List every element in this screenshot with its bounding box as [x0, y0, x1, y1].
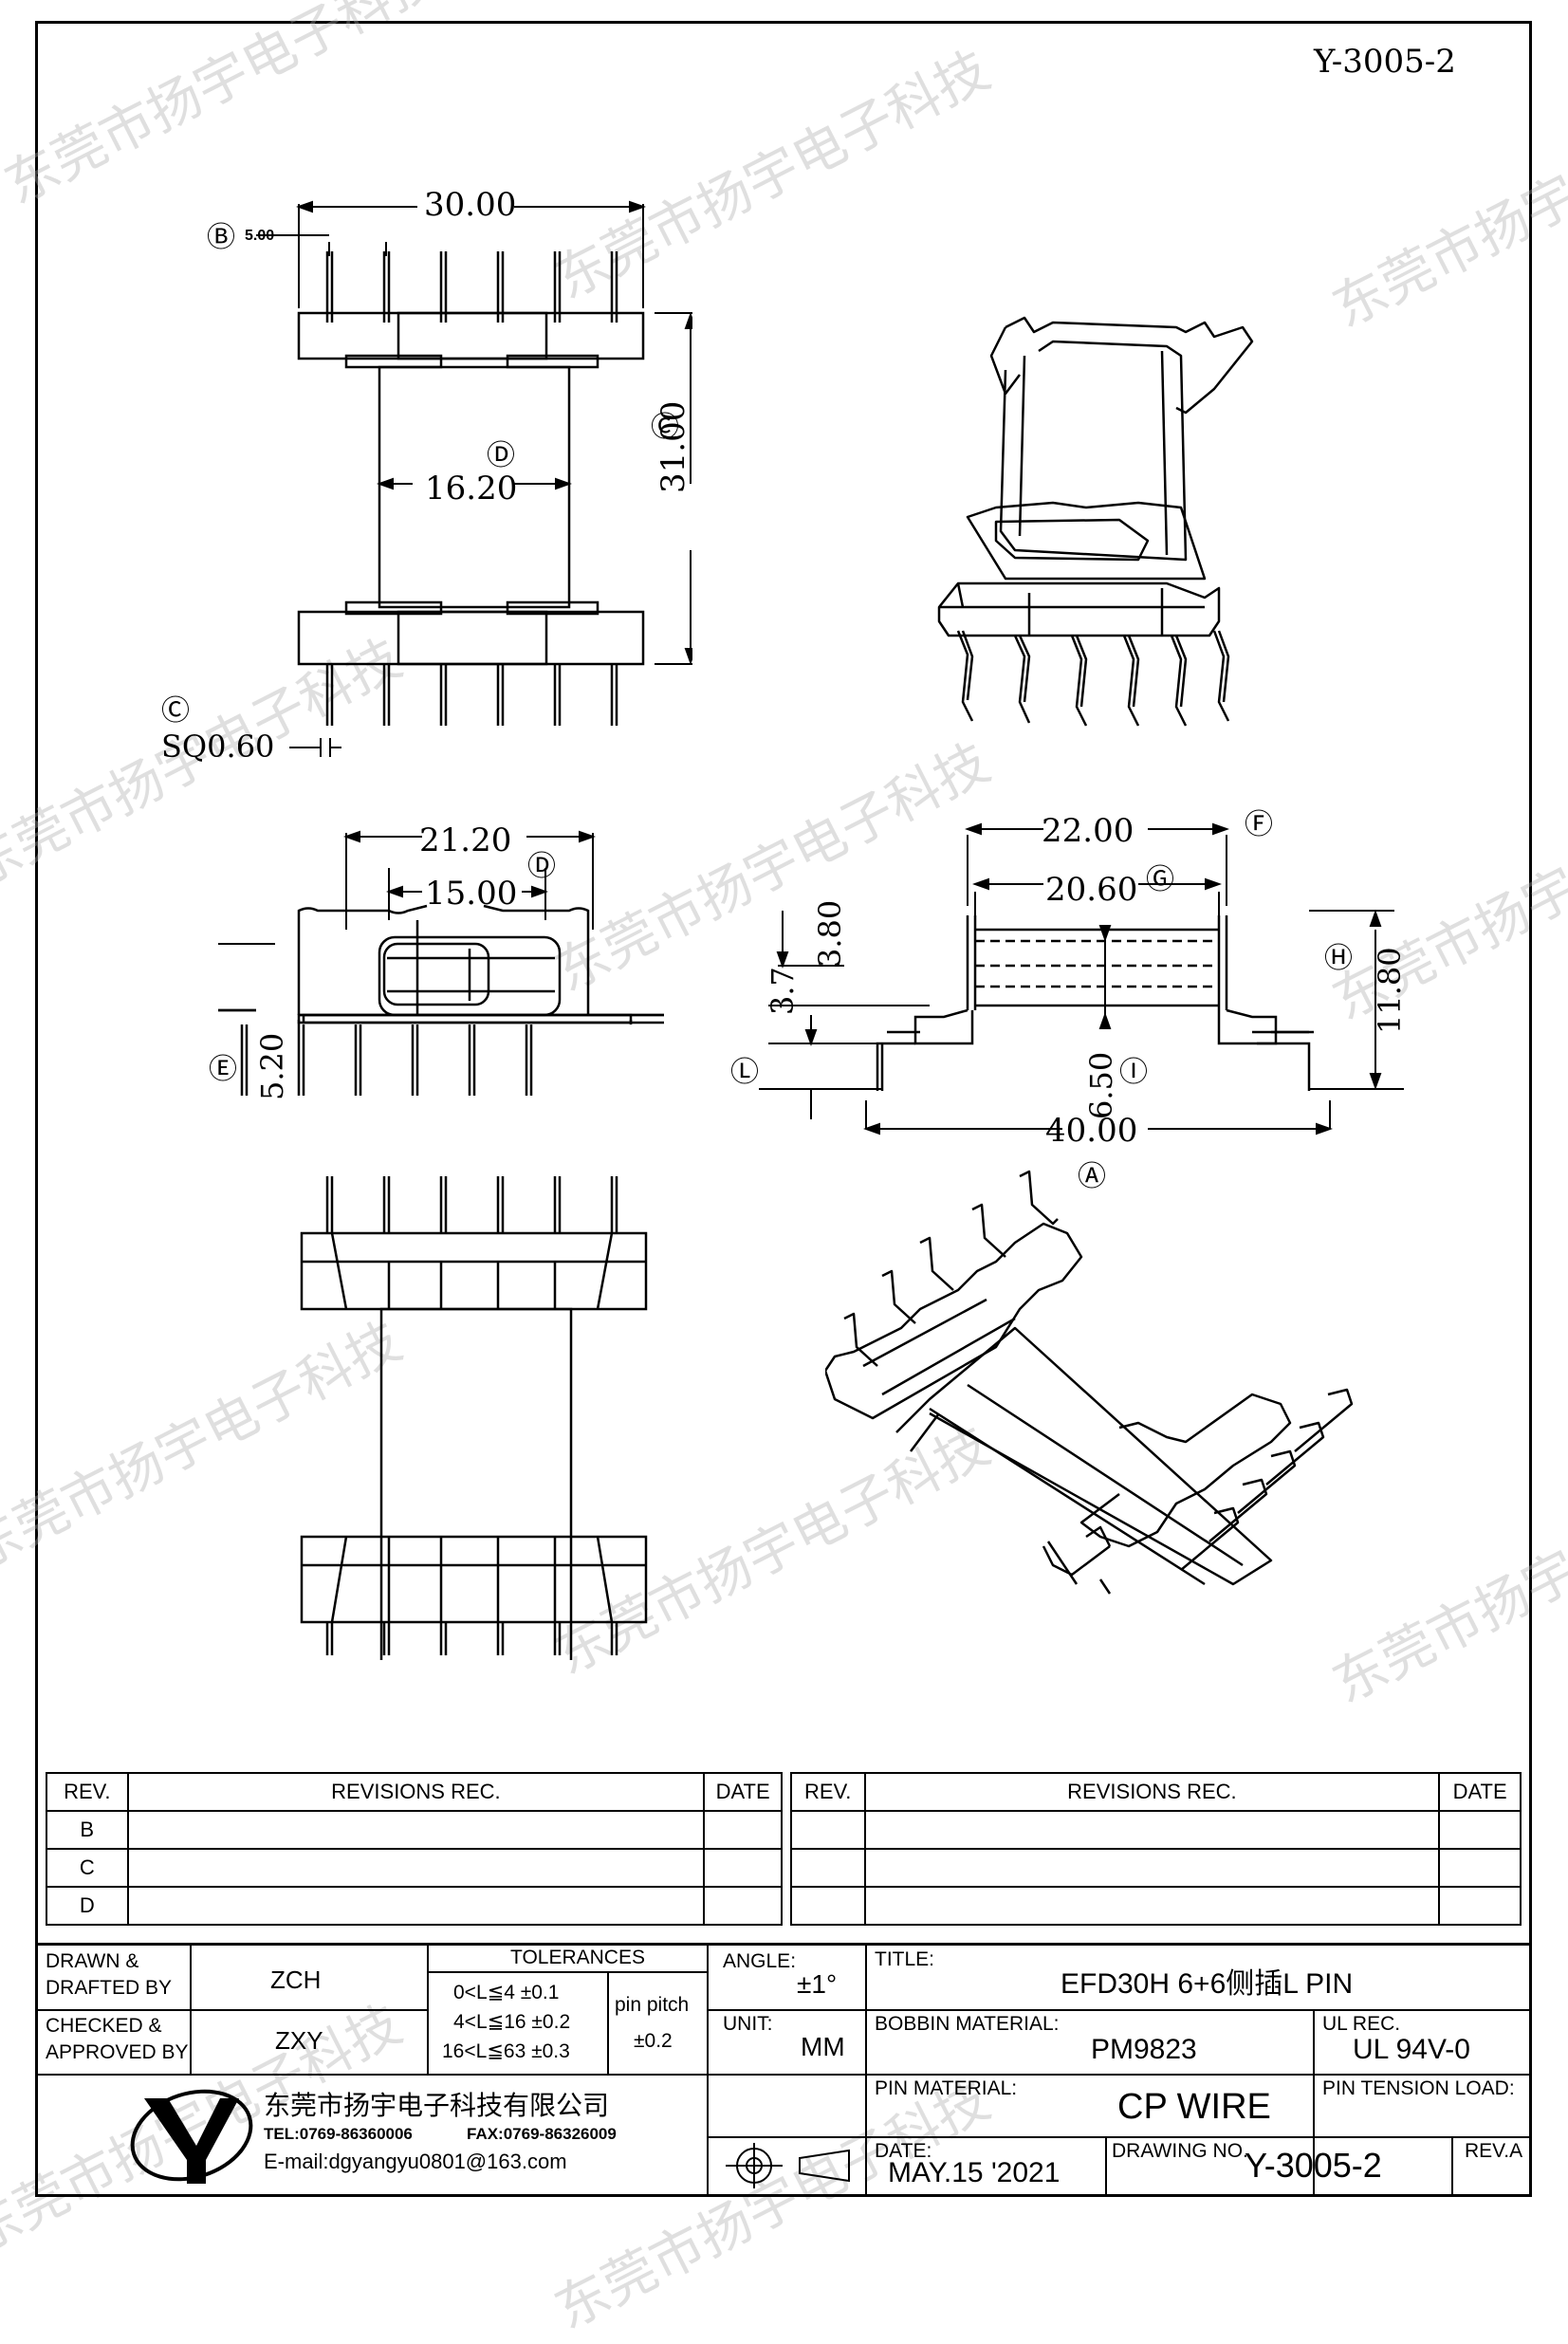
- company-email: E-mail:dgyangyu0801@163.com: [264, 2150, 567, 2173]
- marker-c: Ⓒ: [651, 411, 679, 444]
- rev-header: REV.: [789, 1772, 866, 1812]
- marker-c: Ⓒ: [161, 694, 190, 728]
- date-value: MAY.15 '2021: [888, 2157, 1061, 2188]
- rev-header: REV.: [46, 1772, 129, 1812]
- dim-20-6: 20.60: [1045, 871, 1138, 909]
- company-tel: TEL:0769-86360006: [264, 2125, 413, 2143]
- tolerance-row: 4<L≦16 ±0.2: [453, 2011, 571, 2033]
- checked-value: ZXY: [275, 2026, 323, 2055]
- dim-3-8: 3.80: [812, 899, 848, 968]
- ul-rec-label: UL REC.: [1322, 2013, 1401, 2035]
- company-logo-icon: [130, 2089, 253, 2184]
- top-view-drawing: [256, 200, 692, 757]
- date-header: DATE: [1438, 1772, 1522, 1812]
- company-fax: FAX:0769-86326009: [467, 2125, 617, 2143]
- marker-b: Ⓑ: [207, 221, 235, 254]
- marker-i: Ⓘ: [1119, 1056, 1148, 1089]
- dim-40: 40.00: [1045, 1112, 1138, 1150]
- tolerances-label: TOLERANCES: [510, 1947, 645, 1968]
- marker-d: Ⓓ: [527, 850, 556, 883]
- tolerance-row: 0<L≦4 ±0.1: [453, 1982, 560, 2003]
- title-block: [35, 1943, 1532, 2197]
- dim-11-8: 11.80: [1372, 947, 1408, 1034]
- date-label: DATE:: [875, 2140, 932, 2162]
- drawing-no-value: Y-3005-2: [1245, 2146, 1382, 2185]
- dim-5: 5.00: [245, 228, 275, 244]
- dim-16-2: 16.20: [425, 470, 518, 508]
- projection-symbol-icon: [726, 2143, 850, 2188]
- title-label: TITLE:: [875, 1948, 935, 1970]
- side-view-drawing: [759, 822, 1404, 1135]
- pin-material-value: CP WIRE: [1117, 2087, 1271, 2127]
- pin-pitch-label: pin pitch: [615, 1994, 690, 2016]
- iso-view-bottom: [825, 1170, 1354, 1595]
- angle-label: ANGLE:: [723, 1950, 797, 1972]
- angle-value: ±1°: [797, 1969, 838, 1999]
- date-header: DATE: [703, 1772, 783, 1812]
- marker-d: Ⓓ: [487, 439, 515, 472]
- pin-tension-label: PIN TENSION LOAD:: [1322, 2077, 1515, 2099]
- pin-material-label: PIN MATERIAL:: [875, 2077, 1018, 2099]
- revisions-header: REVISIONS REC.: [126, 1772, 706, 1812]
- bobbin-material-value: PM9823: [1091, 2034, 1197, 2065]
- checked-label: CHECKED & APPROVED BY: [46, 2015, 189, 2063]
- drawing-no-label: DRAWING NO.: [1112, 2140, 1248, 2162]
- iso-view-top: [937, 316, 1254, 727]
- unit-label: UNIT:: [723, 2013, 773, 2035]
- title-value: EFD30H 6+6侧插L PIN: [1061, 1968, 1354, 2000]
- tolerance-row: 16<L≦63 ±0.3: [442, 2040, 570, 2062]
- dim-31: 31.00: [655, 400, 692, 493]
- marker-g: Ⓖ: [1146, 863, 1174, 896]
- bottom-view-drawing: [300, 1176, 648, 1660]
- rev-row-label: C: [46, 1848, 129, 1888]
- bobbin-material-label: BOBBIN MATERIAL:: [875, 2013, 1060, 2035]
- dim-30: 30.00: [424, 186, 517, 224]
- drawing-code: Y-3005-2: [1314, 43, 1456, 81]
- pin-pitch-value: ±0.2: [634, 2030, 673, 2052]
- company-name: 东莞市扬宇电子科技有限公司: [264, 2091, 610, 2120]
- rev-row-label: B: [46, 1810, 129, 1850]
- marker-l: Ⓛ: [730, 1056, 759, 1089]
- drawn-value: ZCH: [270, 1966, 322, 1994]
- marker-h: Ⓗ: [1324, 942, 1353, 975]
- dim-21-2: 21.20: [419, 821, 512, 859]
- dim-15: 15.00: [425, 875, 518, 913]
- dim-3-7: 3.7: [765, 967, 801, 1015]
- unit-value: MM: [801, 2032, 845, 2061]
- bottom-view-lower: [300, 1535, 648, 1655]
- dim-sq: SQ0.60: [161, 729, 275, 765]
- marker-a: Ⓐ: [1078, 1160, 1106, 1193]
- rev-label: REV.A: [1465, 2140, 1523, 2162]
- ul-rec-value: UL 94V-0: [1353, 2034, 1470, 2065]
- dim-5-2: 5.20: [254, 1032, 290, 1100]
- front-view-lines: [218, 830, 633, 1024]
- rev-row-label: D: [46, 1886, 129, 1926]
- marker-f: Ⓕ: [1245, 808, 1273, 841]
- revisions-header: REVISIONS REC.: [863, 1772, 1441, 1812]
- pins-top: [325, 251, 618, 323]
- drawn-label: DRAWN & DRAFTED BY: [46, 1950, 173, 1999]
- marker-e: Ⓔ: [209, 1053, 237, 1086]
- dim-6-5: 6.50: [1083, 1051, 1119, 1119]
- dim-22: 22.00: [1042, 812, 1134, 850]
- revision-table: REV. REVISIONS REC. DATE REV. REVISIONS …: [46, 1772, 1522, 1926]
